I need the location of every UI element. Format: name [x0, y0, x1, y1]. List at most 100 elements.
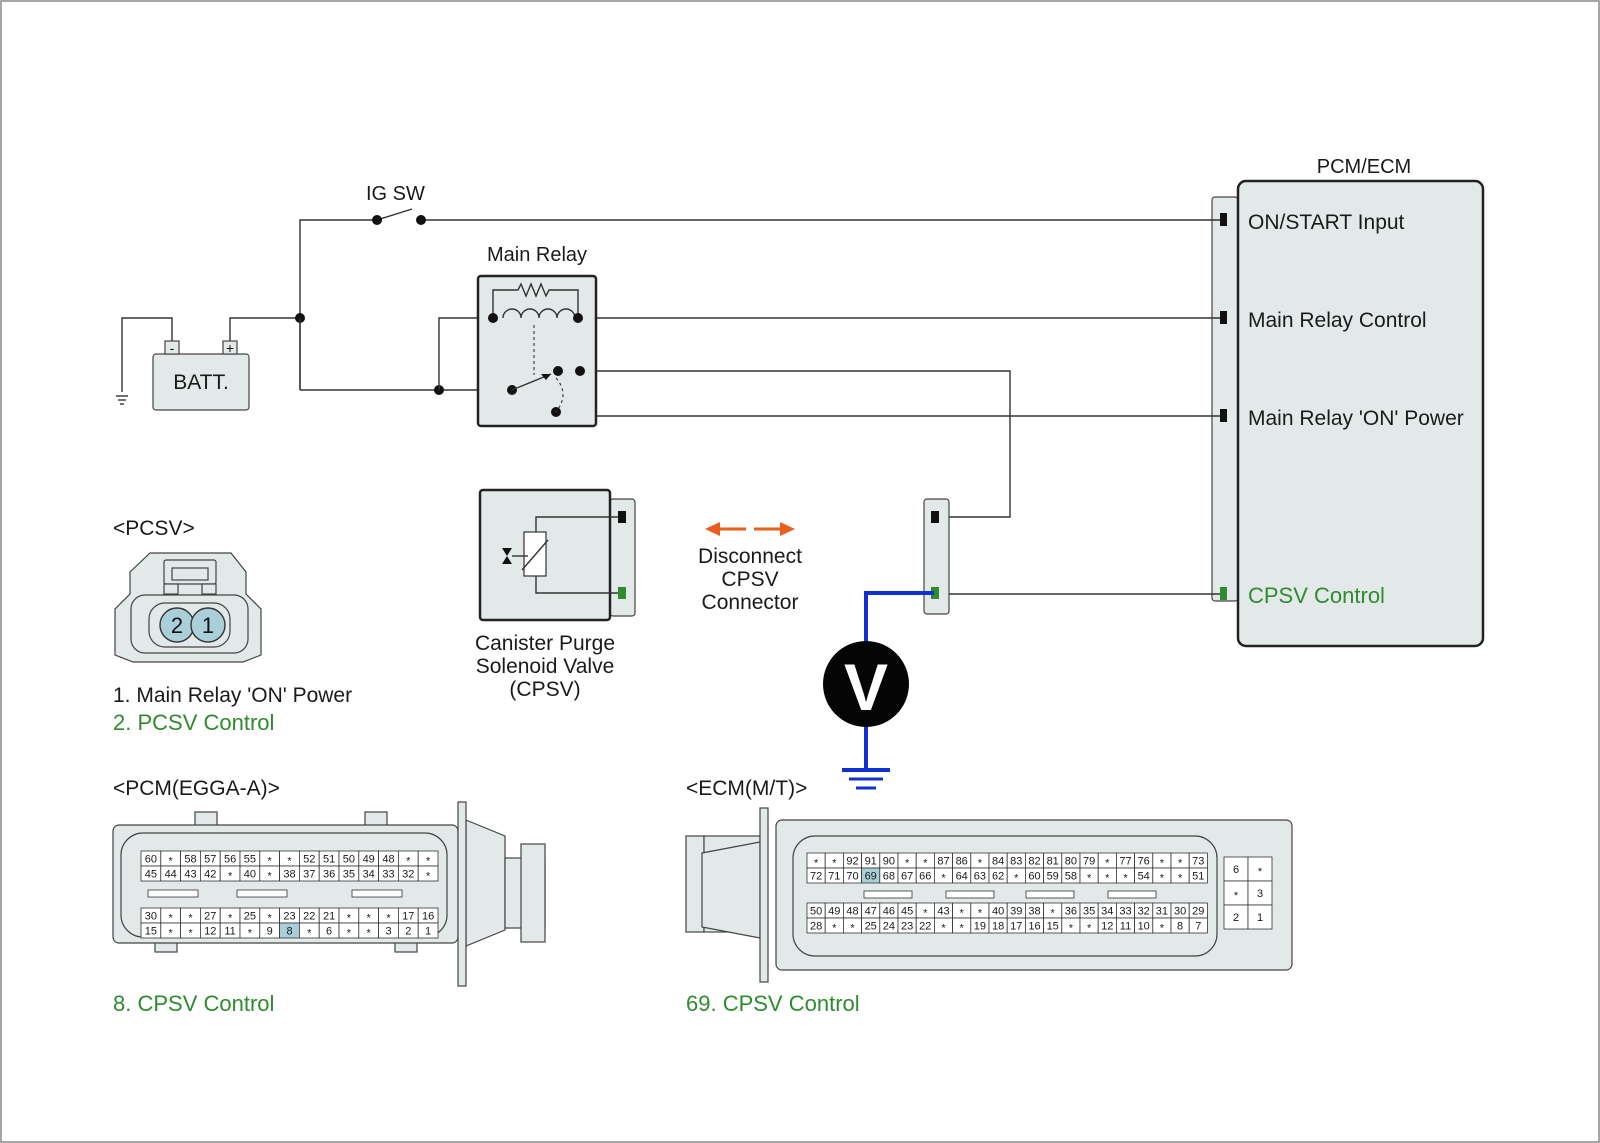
connector-pin-label: *	[426, 871, 431, 883]
connector-pin-label: *	[347, 928, 352, 940]
connector-pin-label: *	[1178, 858, 1183, 870]
pin-on-start	[1220, 213, 1227, 226]
connector-pin-label: 32	[402, 869, 414, 881]
connector-pin-label: 23	[283, 911, 295, 923]
connector-pin-cell	[1188, 917, 1208, 934]
connector-pin-cell	[417, 922, 439, 939]
connector-pin-label: 34	[363, 869, 375, 881]
disconnect-line1: Disconnect	[698, 545, 802, 568]
main-relay-label: Main Relay	[487, 244, 587, 266]
connector-pin-label: *	[1160, 858, 1165, 870]
connector-pin-label: 87	[937, 856, 949, 868]
arrow-right-icon	[780, 522, 795, 536]
connector-pin-label: 48	[382, 854, 394, 866]
connector-pin-label: 38	[1028, 906, 1040, 918]
connector-pin-label: 21	[323, 911, 335, 923]
connector-pin-label: 12	[1101, 921, 1113, 933]
connector-key-slot	[351, 889, 403, 898]
connector-pin-cell	[1223, 904, 1249, 930]
connector-pin-label: 18	[992, 921, 1004, 933]
connector-pin-label: 22	[303, 911, 315, 923]
connector-pin-label: *	[923, 908, 928, 920]
wire-relay-power	[580, 370, 1011, 518]
connector-pin-label: 1	[425, 926, 431, 938]
pcsv-pin-1	[190, 607, 226, 643]
connector-pin-label: *	[347, 913, 352, 925]
connector-pin-label: *	[1051, 908, 1056, 920]
connector-pin-label: *	[1087, 923, 1092, 935]
connector-pin-label: 45	[145, 869, 157, 881]
connector-pin-label: 37	[303, 869, 315, 881]
connector-pin-label: 60	[1028, 871, 1040, 883]
connector-pin-label: *	[1087, 873, 1092, 885]
meter-probe-wire	[864, 591, 934, 643]
connector-pin-label: 73	[1192, 856, 1204, 868]
connector-pin-label: *	[248, 928, 253, 940]
connector-pin-cell	[1247, 904, 1273, 930]
connector-pin-label: 76	[1138, 856, 1150, 868]
connector-key-slot	[863, 890, 913, 899]
connector-pin-label: 33	[382, 869, 394, 881]
connector-pin-label: 34	[1101, 906, 1113, 918]
connector-key-slot	[1107, 890, 1157, 899]
connector-pin-label: 66	[919, 871, 931, 883]
harness-connector-body	[923, 498, 950, 615]
connector-pin-label: *	[228, 913, 233, 925]
connector-pin-label: *	[367, 913, 372, 925]
connector-pin-label: 11	[1120, 921, 1131, 933]
connector-pin-label: 23	[901, 921, 913, 933]
connector-pin-label: 3	[1257, 888, 1263, 900]
connector-pin-label: 47	[865, 906, 877, 918]
battery-minus: -	[170, 340, 175, 356]
cpsv-solenoid: Canister Purge Solenoid Valve (CPSV)	[475, 488, 636, 701]
connector-pin-cell	[1188, 867, 1208, 884]
battery-body	[152, 353, 250, 411]
connector-pin-label: *	[169, 928, 174, 940]
pcm-ecm-connector-strip	[1211, 196, 1239, 602]
pcm-legend: 8. CPSV Control	[113, 991, 274, 1016]
connector-pin-label: 64	[956, 871, 968, 883]
connector-key-slot	[1025, 890, 1075, 899]
voltmeter-dial	[823, 641, 909, 727]
connector-pin-label: 60	[145, 854, 157, 866]
connector-pin-label: *	[978, 908, 983, 920]
connector-pin-label: *	[367, 928, 372, 940]
connector-pin-label: 70	[846, 871, 858, 883]
connector-pin-label: 16	[422, 911, 434, 923]
connector-pin-label: 40	[992, 906, 1004, 918]
ig-sw-label: IG SW	[366, 183, 425, 205]
connector-pin-label: 36	[323, 869, 335, 881]
connector-pin-label: 48	[846, 906, 858, 918]
connector-pin-label: 52	[303, 854, 315, 866]
connector-pin-label: 82	[1028, 856, 1040, 868]
connector-pin-label: 35	[1083, 906, 1095, 918]
pcm-header: <PCM(EGGA-A)>	[113, 777, 280, 800]
pcsv-legend-1: 1. Main Relay 'ON' Power	[113, 684, 352, 707]
connector-pin-label: 90	[883, 856, 895, 868]
connector-pin-label: 81	[1047, 856, 1059, 868]
connector-pin-label: *	[850, 923, 855, 935]
connector-pin-label: 56	[224, 854, 236, 866]
connector-pin-label: *	[268, 871, 273, 883]
connector-pin-label: 43	[937, 906, 949, 918]
pcm-ecm-module: PCM/ECM ON/START Input Main Relay Contro…	[1211, 156, 1485, 648]
connector-pin-label: 45	[901, 906, 913, 918]
connector-pin-label: 24	[883, 921, 895, 933]
connector-pin-label: *	[1123, 873, 1128, 885]
connector-pin-label: 55	[244, 854, 256, 866]
connector-pin-label: *	[188, 928, 193, 940]
pin-relay-power	[1220, 409, 1227, 422]
connector-pin-label: *	[287, 856, 292, 868]
ground-symbol-batt	[116, 395, 128, 405]
connector-pin-label: 43	[184, 869, 196, 881]
main-relay: Main Relay	[476, 244, 598, 428]
ig-sw-contact-b	[416, 215, 426, 225]
connector-key-slot	[147, 889, 199, 898]
connector-pin-label: 28	[810, 921, 822, 933]
connector-pin-label: 6	[1233, 864, 1239, 876]
connector-pin-label: *	[169, 856, 174, 868]
connector-pin-label: *	[228, 871, 233, 883]
